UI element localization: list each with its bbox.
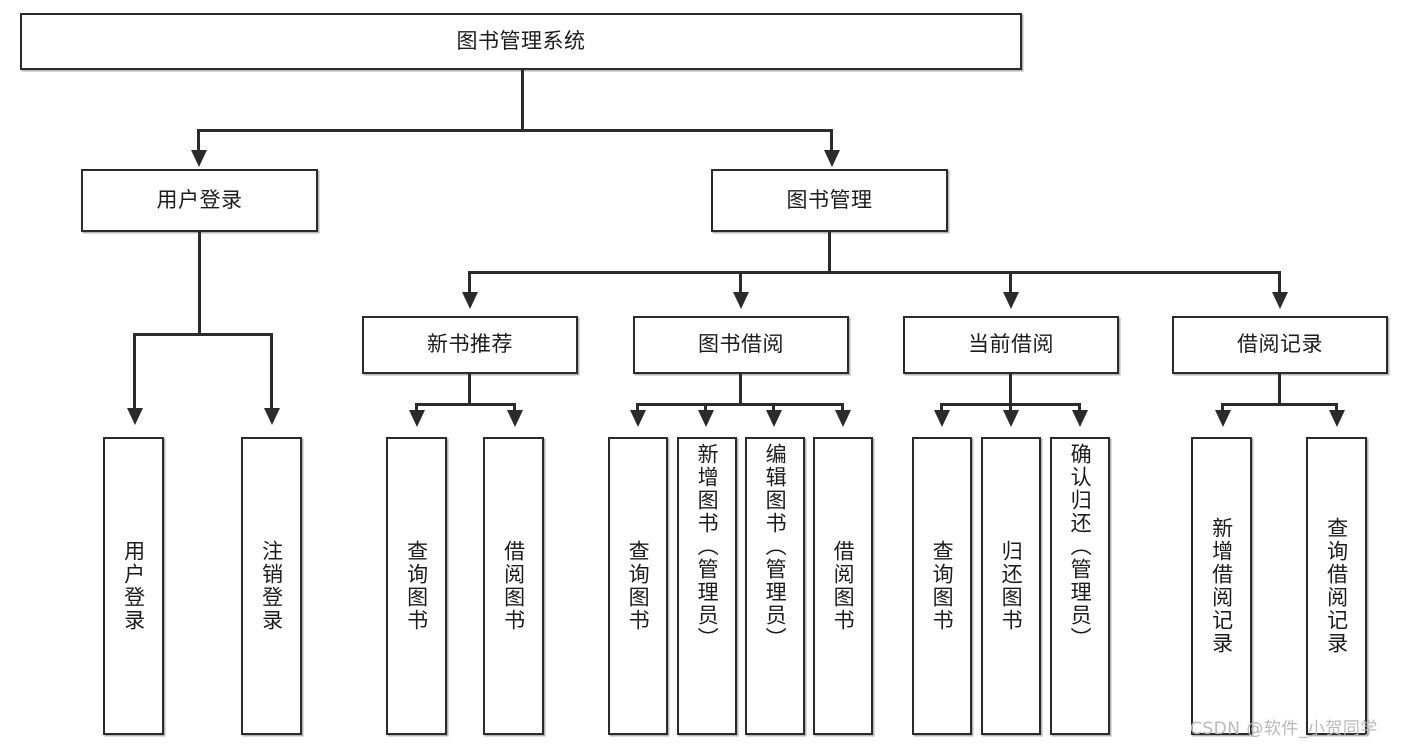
csdn-watermark: CSDN @软件_小贺同学	[1190, 719, 1378, 739]
node-new-book-recommend[interactable]: 新书推荐	[362, 316, 578, 374]
node-label: 归还图书	[999, 540, 1024, 632]
arrow-user-login-leaf-1	[127, 408, 143, 425]
connector-bm-to-current-borrow	[1009, 271, 1012, 293]
connector-borrow-record-bus	[1221, 403, 1338, 406]
connector-current-borrow-stem	[1009, 374, 1012, 405]
node-label: 借阅图书	[501, 540, 526, 632]
node-root-book-management-system[interactable]: 图书管理系统	[20, 13, 1022, 70]
arrow-book-borrow-leaf-2	[698, 410, 714, 427]
connector-borrow-record-leaf-1	[1221, 403, 1224, 411]
node-current-borrow[interactable]: 当前借阅	[903, 316, 1119, 374]
arrow-borrow-record-leaf-1	[1215, 410, 1231, 427]
node-book-borrow[interactable]: 图书借阅	[633, 316, 849, 374]
node-label: 借阅图书	[831, 540, 856, 632]
node-label: 新增借阅记录	[1209, 517, 1234, 655]
node-label: 编辑图书（管理员）	[763, 443, 788, 650]
connector-bm-to-borrow-record	[1278, 271, 1281, 293]
connector-user-login-leaf-2	[270, 333, 273, 409]
arrow-new-book-leaf-2	[507, 410, 523, 427]
connector-book-borrow-leaf-1	[636, 403, 639, 411]
leaf-current-borrow-query-book[interactable]: 查询图书	[912, 437, 972, 735]
node-label: 查询图书	[930, 540, 955, 632]
node-label: 图书管理系统	[456, 28, 586, 53]
node-label: 用户登录	[121, 540, 146, 632]
node-label: 查询借阅记录	[1324, 517, 1349, 655]
connector-book-management-bus	[468, 271, 1281, 274]
arrow-bm-to-borrow-record	[1272, 292, 1288, 309]
node-label: 当前借阅	[968, 332, 1054, 357]
node-label: 用户登录	[156, 187, 243, 212]
connector-user-login-bus	[133, 333, 273, 336]
node-label: 新书推荐	[427, 332, 513, 357]
leaf-current-borrow-confirm-return-admin[interactable]: 确认归还（管理员）	[1050, 437, 1110, 735]
connector-root-to-user-login	[197, 129, 200, 151]
arrow-root-to-book-management	[824, 150, 840, 167]
arrow-current-borrow-leaf-2	[1003, 410, 1019, 427]
arrow-bm-to-new-book	[462, 292, 478, 309]
node-user-login[interactable]: 用户登录	[81, 169, 318, 232]
node-label: 图书管理	[786, 187, 873, 212]
leaf-book-borrow-borrow-book[interactable]: 借阅图书	[813, 437, 873, 735]
leaf-new-book-borrow-book[interactable]: 借阅图书	[483, 437, 544, 735]
connector-new-book-leaf-1	[415, 403, 418, 411]
connector-new-book-bus	[415, 403, 516, 406]
arrow-borrow-record-leaf-2	[1329, 410, 1345, 427]
connector-current-borrow-leaf-1	[940, 403, 943, 411]
connector-book-borrow-leaf-3	[772, 403, 775, 411]
leaf-borrow-record-add-record[interactable]: 新增借阅记录	[1191, 437, 1252, 735]
connector-new-book-stem	[468, 374, 471, 405]
arrow-book-borrow-leaf-1	[630, 410, 646, 427]
connector-root-bus	[197, 129, 833, 132]
node-label: 图书借阅	[698, 332, 784, 357]
leaf-borrow-record-query-record[interactable]: 查询借阅记录	[1306, 437, 1367, 735]
node-book-management[interactable]: 图书管理	[711, 169, 948, 232]
leaf-book-borrow-edit-book-admin[interactable]: 编辑图书（管理员）	[745, 437, 805, 735]
connector-book-borrow-leaf-2	[704, 403, 707, 411]
connector-new-book-leaf-2	[513, 403, 516, 411]
connector-book-borrow-bus	[636, 403, 844, 406]
node-label: 查询图书	[404, 540, 429, 632]
connector-root-to-book-management	[830, 129, 833, 151]
arrow-user-login-leaf-2	[264, 408, 280, 425]
connector-borrow-record-leaf-2	[1335, 403, 1338, 411]
connector-book-borrow-stem	[739, 374, 742, 405]
connector-bm-to-new-book	[468, 271, 471, 293]
arrow-bm-to-current-borrow	[1003, 292, 1019, 309]
connector-book-borrow-leaf-4	[841, 403, 844, 411]
arrow-root-to-user-login	[191, 150, 207, 167]
connector-root-stem	[521, 70, 524, 131]
leaf-new-book-query-book[interactable]: 查询图书	[386, 437, 447, 735]
arrow-new-book-leaf-1	[409, 410, 425, 427]
arrow-book-borrow-leaf-4	[835, 410, 851, 427]
leaf-user-login-logout[interactable]: 注销登录	[241, 437, 302, 735]
node-label: 查询图书	[626, 540, 651, 632]
leaf-user-login-login[interactable]: 用户登录	[103, 437, 164, 735]
node-label: 新增图书（管理员）	[695, 443, 720, 650]
arrow-current-borrow-leaf-3	[1072, 410, 1088, 427]
connector-book-management-stem	[828, 232, 831, 273]
connector-bm-to-book-borrow	[739, 271, 742, 293]
connector-user-login-stem	[198, 232, 201, 335]
arrow-current-borrow-leaf-1	[934, 410, 950, 427]
connector-user-login-leaf-1	[133, 333, 136, 409]
connector-current-borrow-leaf-3	[1078, 403, 1081, 411]
node-label: 确认归还（管理员）	[1068, 443, 1093, 650]
node-borrow-record[interactable]: 借阅记录	[1172, 316, 1388, 374]
node-label: 借阅记录	[1237, 332, 1323, 357]
arrow-bm-to-book-borrow	[733, 292, 749, 309]
leaf-book-borrow-add-book-admin[interactable]: 新增图书（管理员）	[677, 437, 737, 735]
leaf-book-borrow-query-book[interactable]: 查询图书	[608, 437, 668, 735]
arrow-book-borrow-leaf-3	[766, 410, 782, 427]
connector-current-borrow-leaf-2	[1009, 403, 1012, 411]
node-label: 注销登录	[259, 540, 284, 632]
leaf-current-borrow-return-book[interactable]: 归还图书	[981, 437, 1041, 735]
connector-borrow-record-stem	[1278, 374, 1281, 405]
